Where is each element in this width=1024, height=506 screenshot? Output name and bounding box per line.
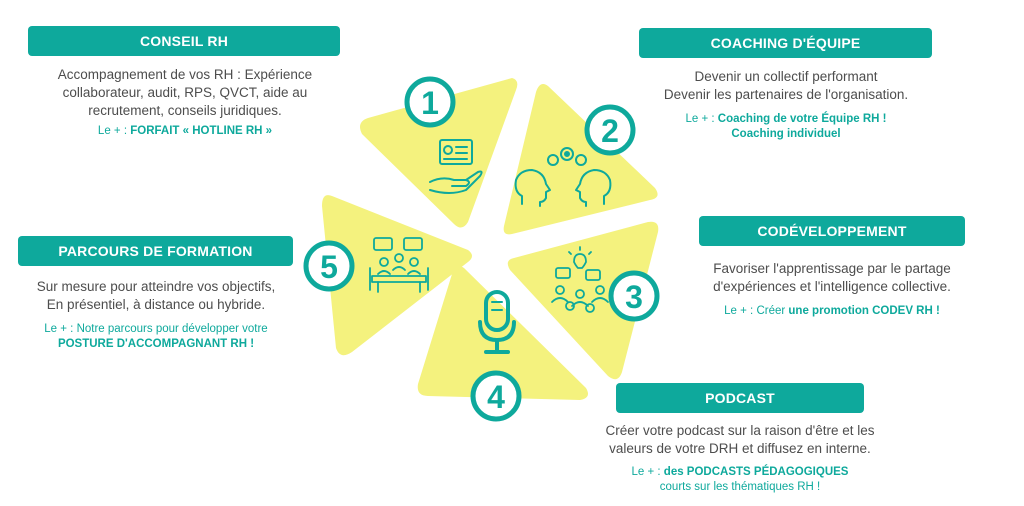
section-coaching-header: COACHING D'ÉQUIPE — [639, 28, 932, 58]
description-line: valeurs de votre DRH et diffusez en inte… — [609, 441, 871, 456]
plus-prefix: Le + : Créer — [724, 305, 789, 317]
section-codev-description: Favoriser l'apprentissage par le partage… — [682, 260, 982, 296]
badge-1: 1 — [404, 76, 456, 128]
section-conseil-header: CONSEIL RH — [28, 26, 340, 56]
section-conseil-plus: Le + : FORFAIT « HOTLINE RH » — [24, 124, 346, 139]
section-podcast-header: PODCAST — [616, 383, 864, 413]
description-line: Accompagnement de vos RH : Expérience — [57, 67, 313, 82]
section-codev-plus: Le + : Créer une promotion CODEV RH ! — [682, 304, 982, 319]
segment-2-triangle — [503, 84, 658, 235]
badge-2-number: 2 — [601, 113, 619, 149]
segment-1-triangle — [360, 78, 518, 228]
description-line: collaborateur, audit, RPS, QVCT, aide au — [62, 85, 308, 100]
description-line: En présentiel, à distance ou hybride. — [46, 297, 266, 312]
description-line: Devenir un collectif performant — [694, 69, 878, 84]
section-podcast-plus: Le + : des PODCASTS PÉDAGOGIQUES courts … — [580, 465, 900, 495]
description-line: Créer votre podcast sur la raison d'être… — [605, 423, 875, 438]
segment-4-triangle — [417, 266, 588, 400]
heads-gears-icon — [514, 147, 612, 207]
segment-3-triangle — [507, 221, 659, 380]
consulting-hand-icon — [429, 139, 483, 194]
badge-4-number: 4 — [487, 379, 505, 415]
badge-2: 2 — [584, 104, 636, 156]
section-codev-header: CODÉVELOPPEMENT — [699, 216, 965, 246]
section-formation-plus: Le + : Notre parcours pour développer vo… — [10, 322, 302, 352]
plus-highlight-line2: Coaching individuel — [731, 128, 841, 140]
group-ideas-icon — [551, 246, 609, 313]
badge-3-number: 3 — [625, 279, 643, 315]
plus-highlight: une promotion CODEV RH ! — [788, 305, 940, 317]
description-line: Favoriser l'apprentissage par le partage — [713, 261, 951, 276]
plus-highlight: des PODCASTS PÉDAGOGIQUES — [663, 466, 849, 478]
section-coaching-plus: Le + : Coaching de votre Équipe RH ! Coa… — [630, 112, 942, 142]
badge-1-number: 1 — [421, 85, 439, 121]
section-formation-header: PARCOURS DE FORMATION — [18, 236, 293, 266]
description-line: d'expériences et l'intelligence collecti… — [713, 279, 951, 294]
badge-5: 5 — [303, 240, 355, 292]
badge-5-number: 5 — [320, 249, 338, 285]
plus-highlight: FORFAIT « HOTLINE RH » — [130, 125, 273, 137]
plus-prefix: Le + : — [97, 125, 131, 137]
plus-prefix: Le + : — [631, 466, 664, 478]
description-line: Devenir les partenaires de l'organisatio… — [663, 87, 909, 102]
description-line: Sur mesure pour atteindre vos objectifs, — [36, 279, 276, 294]
meeting-table-icon — [369, 237, 429, 293]
badge-3: 3 — [608, 270, 660, 322]
section-conseil-description: Accompagnement de vos RH : Expérience co… — [24, 66, 346, 120]
plus-highlight: Coaching de votre Équipe RH ! — [717, 113, 887, 125]
plus-highlight: POSTURE D'ACCOMPAGNANT RH ! — [57, 338, 255, 350]
section-formation-description: Sur mesure pour atteindre vos objectifs,… — [10, 278, 302, 314]
plus-prefix: Le + : — [685, 113, 718, 125]
description-line: recrutement, conseils juridiques. — [88, 103, 282, 118]
section-podcast-description: Créer votre podcast sur la raison d'être… — [580, 422, 900, 458]
plus-prefix: Le + : Notre parcours pour développer vo… — [44, 323, 268, 335]
badge-4: 4 — [470, 370, 522, 422]
microphone-icon — [478, 290, 516, 354]
section-coaching-description: Devenir un collectif performant Devenir … — [630, 68, 942, 104]
plus-line2: courts sur les thématiques RH ! — [659, 481, 821, 493]
